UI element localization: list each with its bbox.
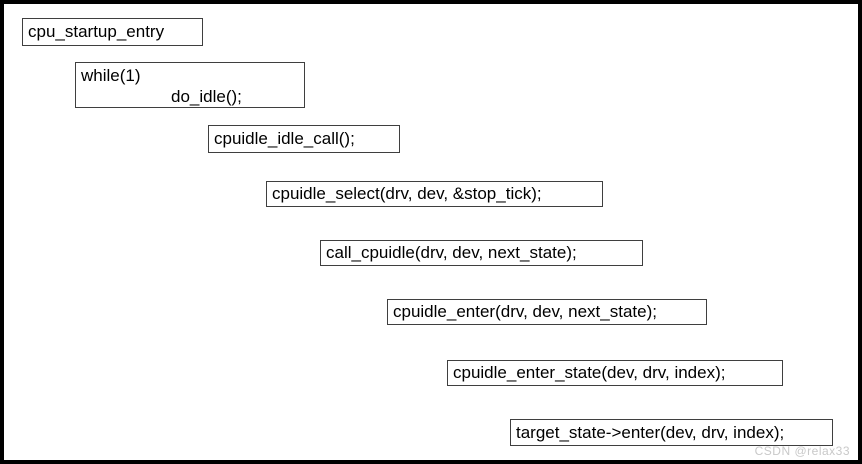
flow-box-label-line2: do_idle(); — [171, 87, 242, 106]
flow-box-label: cpuidle_select(drv, dev, &stop_tick); — [272, 184, 542, 203]
flow-box-label: call_cpuidle(drv, dev, next_state); — [326, 243, 577, 262]
flow-box-cpu-startup-entry: cpu_startup_entry — [22, 18, 203, 46]
flow-box-label: cpuidle_enter_state(dev, drv, index); — [453, 363, 726, 382]
flow-box-while-do-idle: while(1) do_idle(); — [75, 62, 305, 108]
flow-box-label: cpuidle_enter(drv, dev, next_state); — [393, 302, 657, 321]
flow-box-label: cpu_startup_entry — [28, 22, 165, 41]
flow-box-call-cpuidle: call_cpuidle(drv, dev, next_state); — [320, 240, 643, 266]
flow-box-cpuidle-enter: cpuidle_enter(drv, dev, next_state); — [387, 299, 707, 325]
flow-box-target-state-enter: target_state->enter(dev, drv, index); — [510, 419, 833, 446]
flow-box-label: cpuidle_idle_call(); — [214, 129, 355, 148]
flow-box-cpuidle-idle-call: cpuidle_idle_call(); — [208, 125, 400, 153]
flow-box-label: target_state->enter(dev, drv, index); — [516, 422, 785, 442]
flow-box-cpuidle-enter-state: cpuidle_enter_state(dev, drv, index); — [447, 360, 783, 386]
csdn-watermark: CSDN @relax33 — [754, 444, 850, 458]
flow-box-label-line1: while(1) — [81, 66, 141, 85]
flow-box-cpuidle-select: cpuidle_select(drv, dev, &stop_tick); — [266, 181, 603, 207]
